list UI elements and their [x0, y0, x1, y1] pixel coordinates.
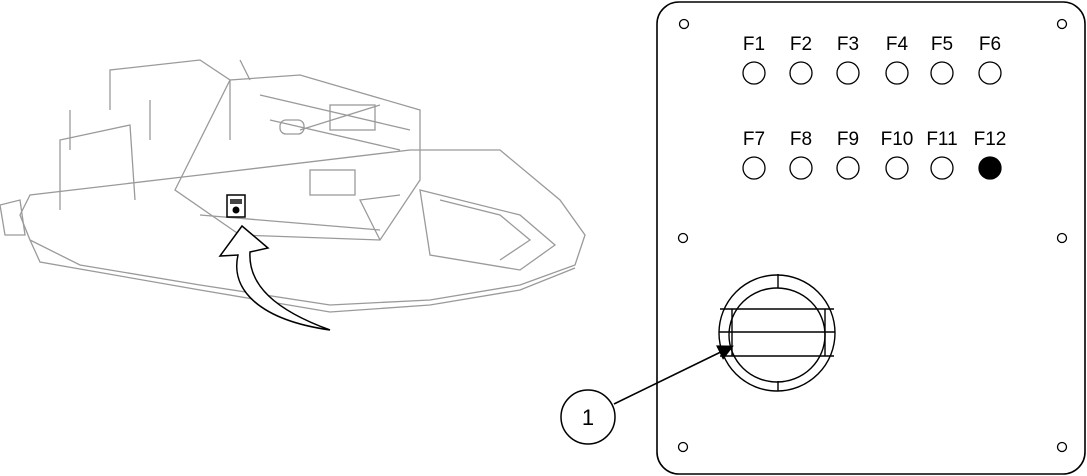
fuse-label: F6 [979, 34, 1001, 55]
callout-circle [560, 389, 616, 445]
fuse-indicator [742, 156, 766, 180]
fuse-indicator [789, 61, 813, 85]
fuse-indicator [885, 156, 909, 180]
fuse-indicator [885, 61, 909, 85]
fuse-label: F11 [926, 129, 957, 150]
main-switch-knob[interactable] [718, 274, 836, 392]
mounting-hole [1056, 441, 1068, 453]
fuse-indicator [742, 61, 766, 85]
fuse-panel-location-detail [230, 199, 242, 204]
boat-illustration [0, 59, 586, 313]
fuse-indicator [789, 156, 813, 180]
fuse-label: F1 [743, 34, 765, 55]
fuse-label: F4 [886, 34, 909, 55]
fuse-label: F5 [931, 34, 953, 55]
fuse-label: F10 [881, 129, 914, 150]
fuse-indicator [930, 156, 954, 180]
fuse-indicator-active [978, 156, 1002, 180]
fuse-label: F2 [790, 34, 812, 55]
mounting-hole [678, 18, 690, 30]
callout-number: 1 [582, 405, 594, 430]
fuse-panel-location-marker [226, 194, 246, 218]
fuse-panel-location-knob [232, 206, 240, 214]
fuse-label: F7 [743, 129, 765, 150]
curved-pointer-arrow [218, 224, 331, 331]
fuse-indicator [836, 156, 860, 180]
fuse-indicator [978, 61, 1002, 85]
mounting-hole [1056, 232, 1068, 244]
fuse-label: F12 [974, 129, 1007, 150]
mounting-holes [677, 18, 1068, 453]
callout-arrow [613, 345, 734, 405]
mounting-hole [677, 232, 689, 244]
fuse-label: F3 [837, 34, 859, 55]
fuse-indicator [836, 61, 860, 85]
fuse-indicator [930, 61, 954, 85]
mounting-hole [677, 441, 689, 453]
fuse-label: F8 [790, 129, 812, 150]
fuse-panel [656, 1, 1086, 475]
mounting-hole [1056, 18, 1068, 30]
fuse-label: F9 [837, 129, 859, 150]
